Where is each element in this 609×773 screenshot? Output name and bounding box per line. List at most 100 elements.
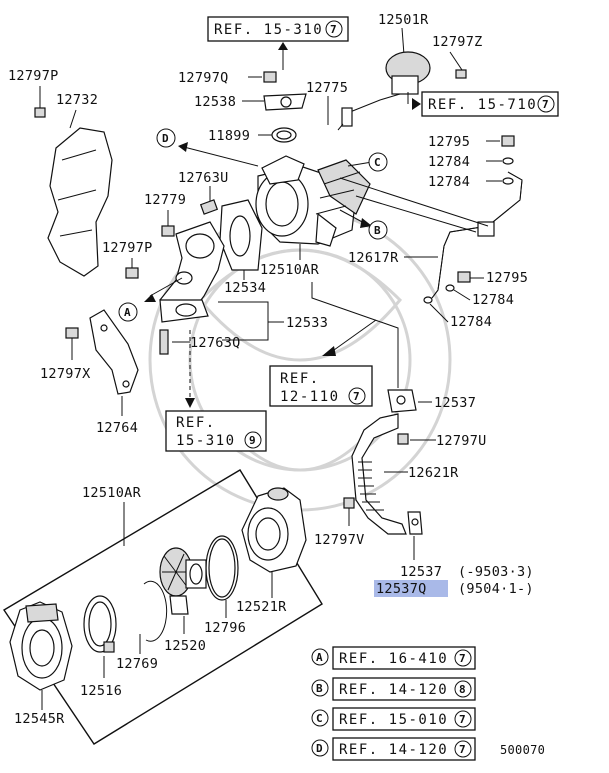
diagram-id: 500070 [500,743,545,757]
label-12764: 12764 [96,420,138,436]
arrow-right-icon [412,98,421,110]
stud-icon [199,199,219,215]
marker-D[interactable]: D [156,128,176,148]
label-12537-bottom: 12537 [400,564,442,580]
bolt-icon [65,327,79,339]
bolt-icon [397,433,409,445]
ref-box-15-710[interactable]: REF. 15-710 7 [421,91,559,117]
label-12537-top: 12537 [434,395,476,411]
ref-box-15-310-9[interactable]: REF. 15-310 9 [165,410,267,452]
svg-text:REF.: REF. [176,415,216,431]
legend-item-A[interactable]: A REF. 16-410 7 [311,646,476,670]
label-12510AR-box: 12510AR [82,485,142,501]
label-12795-mid: 12795 [486,270,528,286]
svg-text:A: A [124,306,131,319]
part-actuator-12501R [337,51,431,131]
cartridge-12520 [159,547,207,615]
label-12784-c: 12784 [472,292,514,308]
label-12501R: 12501R [378,12,429,28]
svg-text:15-310: 15-310 [176,433,236,449]
svg-text:7: 7 [459,743,466,756]
svg-text:REF. 14-120: REF. 14-120 [339,742,448,758]
nut-icon [161,225,175,237]
svg-text:7: 7 [330,23,337,36]
svg-text:7: 7 [542,98,549,111]
bolt-icon [501,135,515,147]
label-12797Z: 12797Z [432,34,483,50]
legend-item-C[interactable]: C REF. 15-010 7 [311,707,476,731]
label-12797P-mid: 12797P [102,240,153,256]
svg-text:7: 7 [459,713,466,726]
svg-text:REF. 15-710: REF. 15-710 [428,97,537,113]
label-12797X: 12797X [40,366,91,382]
label-date-range-2: (9504·1-) [458,581,534,597]
svg-text:REF. 15-310: REF. 15-310 [214,22,323,38]
label-12534: 12534 [224,280,266,296]
label-12732: 12732 [56,92,98,108]
arrow-left-icon [144,294,156,302]
label-12784-b: 12784 [428,174,470,190]
label-12537Q[interactable]: 12537Q [376,581,427,597]
label-12545R: 12545R [14,711,65,727]
svg-text:REF.: REF. [280,371,320,387]
turbine-housing-12545R [9,601,73,691]
label-12775: 12775 [306,80,348,96]
svg-text:REF. 14-120: REF. 14-120 [339,682,448,698]
exploded-view-frame [3,469,323,745]
highlight-12537Q [374,580,448,597]
label-12784-a: 12784 [428,154,470,170]
arrow-right-icon [360,218,372,228]
exhaust-elbow-12533 [159,221,225,323]
legend-item-D[interactable]: D REF. 14-120 7 [311,737,476,761]
label-12617R: 12617R [348,250,399,266]
label-12533: 12533 [286,315,328,331]
drain-pipe-12621R [351,413,407,535]
arrow-left-icon [178,142,188,152]
label-12763Q: 12763Q [190,335,241,351]
svg-text:12-110: 12-110 [280,389,340,405]
marker-B[interactable]: B [368,220,388,240]
svg-text:D: D [316,742,323,755]
clamp-12516 [83,595,117,653]
ref-box-15-310-top[interactable]: REF. 15-310 7 [207,16,349,42]
marker-A[interactable]: A [118,302,138,322]
snap-ring-12769 [143,580,168,642]
svg-text:A: A [316,651,323,664]
label-12796: 12796 [204,620,246,636]
bracket-12764 [89,309,139,395]
bolt-icon [263,71,277,83]
svg-text:B: B [316,682,323,695]
svg-text:7: 7 [459,652,466,665]
arrow-left-icon [322,346,336,356]
label-12797Q: 12797Q [178,70,229,86]
compressor-housing-12521R [241,487,307,573]
bolt-icon [457,271,471,283]
oil-pipe-12617R [431,171,523,299]
marker-C[interactable]: C [368,152,388,172]
svg-text:REF. 15-010: REF. 15-010 [339,712,448,728]
svg-text:C: C [316,712,323,725]
label-12521R: 12521R [236,599,287,615]
svg-text:C: C [374,156,381,169]
label-12538: 12538 [194,94,236,110]
label-12797P-top: 12797P [8,68,59,84]
ref-box-12-110[interactable]: REF. 12-110 7 [269,365,373,407]
washer-icon [502,177,514,185]
bolt-icon [125,267,139,279]
label-date-range-1: (-9503·3) [458,564,534,580]
label-12797U: 12797U [436,433,487,449]
washer-icon [502,157,514,165]
svg-text:7: 7 [353,390,360,403]
label-12621R: 12621R [408,465,459,481]
bolt-icon [34,107,46,118]
svg-text:9: 9 [249,434,256,447]
svg-text:REF. 16-410: REF. 16-410 [339,651,448,667]
turbocharger-assembly [255,155,371,247]
svg-text:8: 8 [459,683,466,696]
label-12520: 12520 [164,638,206,654]
arrow-up-icon [278,42,288,50]
legend-item-B[interactable]: B REF. 14-120 8 [311,677,476,701]
stud-icon [159,329,169,355]
bolt-icon [455,69,467,79]
bolt-icon [343,497,355,509]
